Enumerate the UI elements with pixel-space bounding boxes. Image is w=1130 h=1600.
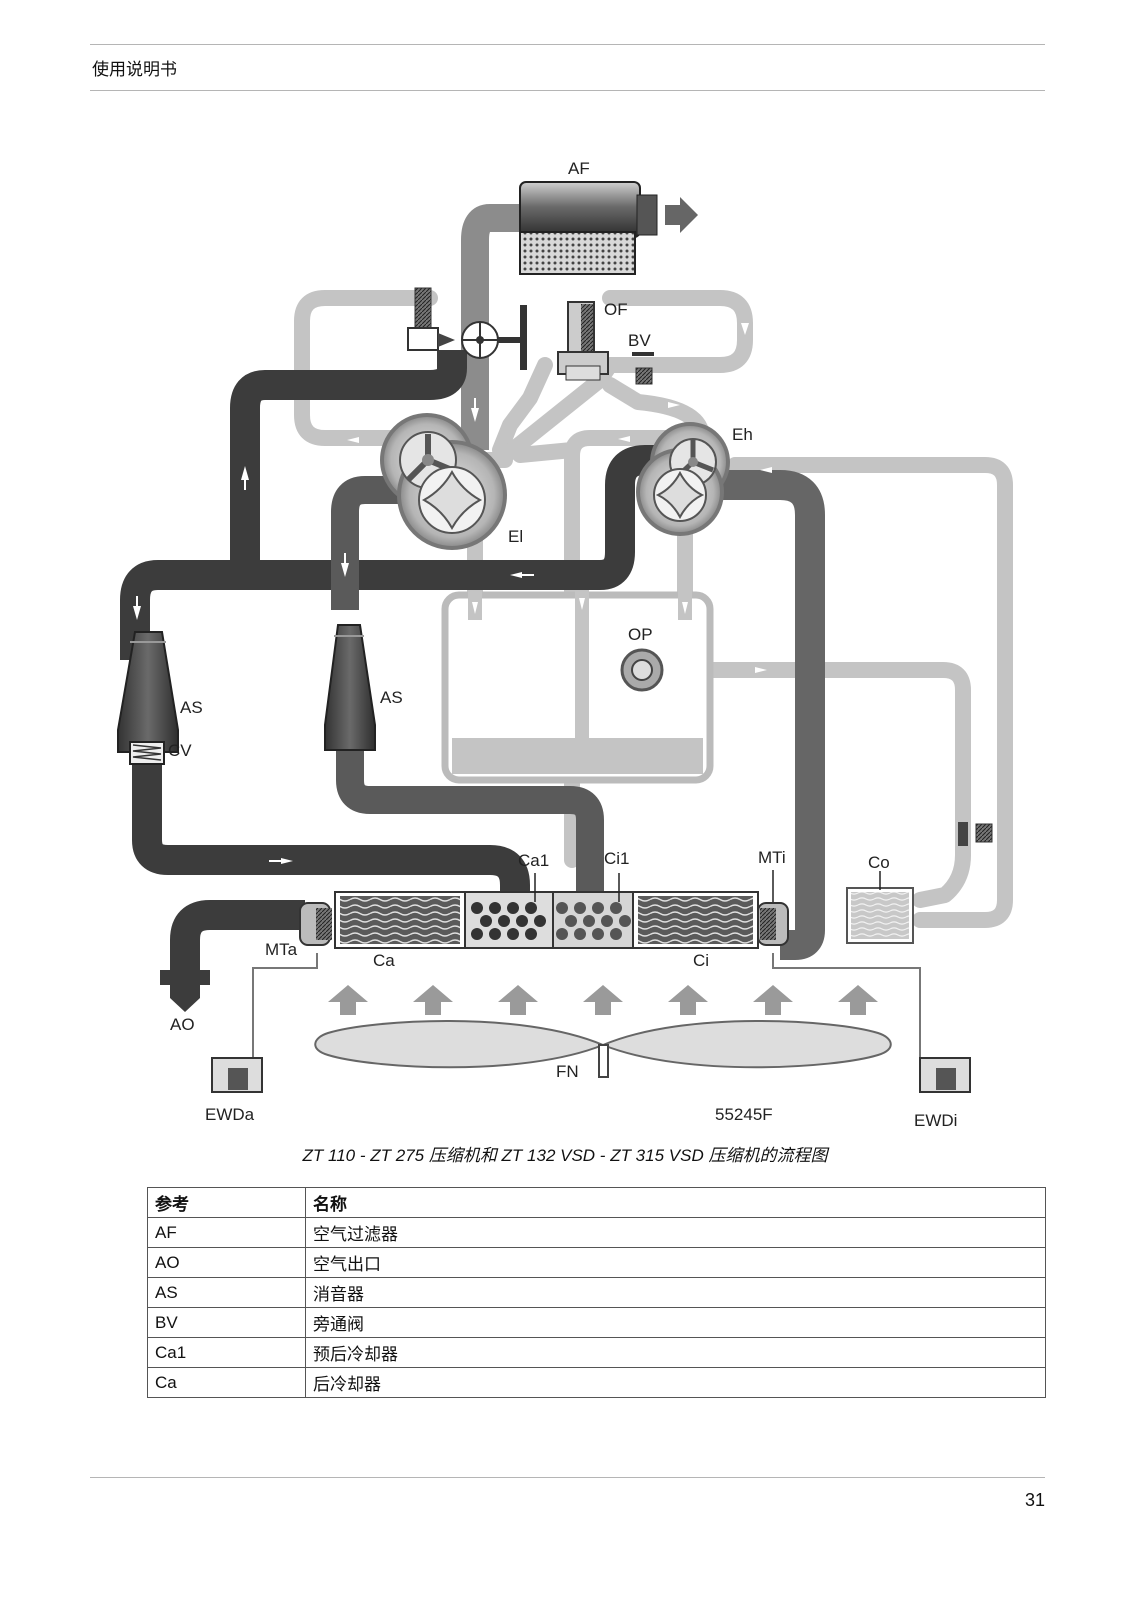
label-el: El [508, 527, 523, 546]
cooling-air-arrows [328, 985, 878, 1015]
label-ewdi: EWDi [914, 1111, 957, 1130]
drain-lines [252, 953, 921, 1060]
column-header-reference: 参考 [147, 1187, 306, 1218]
cell-name: 预后冷却器 [305, 1337, 1046, 1368]
label-as-middle: AS [380, 688, 403, 707]
label-of: OF [604, 300, 628, 319]
label-ewda: EWDa [205, 1105, 255, 1124]
air-filter [519, 181, 698, 275]
oil-cooler [846, 887, 914, 944]
table-row: AS 消音器 [147, 1277, 1046, 1308]
reference-table: 参考 名称 AF 空气过滤器 AO 空气出口 AS 消音器 BV 旁通阀 Ca1… [147, 1187, 1046, 1398]
cell-name: 空气出口 [305, 1247, 1046, 1278]
low-pressure-element [380, 413, 507, 550]
label-mta: MTa [265, 940, 298, 959]
cell-reference: AF [147, 1217, 306, 1248]
label-ci1: Ci1 [604, 849, 630, 868]
label-as-left: AS [180, 698, 203, 717]
thermostatic-valve [958, 822, 993, 846]
cell-name: 后冷却器 [305, 1367, 1046, 1398]
cooler-assembly [299, 891, 789, 949]
page-header-title: 使用说明书 [92, 60, 177, 80]
oil-flow-arrows [347, 323, 772, 710]
silencer-middle [324, 624, 376, 751]
cell-name: 旁通阀 [305, 1307, 1046, 1338]
label-ca: Ca [373, 951, 395, 970]
label-fn: FN [556, 1062, 579, 1081]
footer-rule [90, 1477, 1045, 1478]
cell-reference: BV [147, 1307, 306, 1338]
compressor-flow-diagram: AF OF BV Eh El OP AS AS CV Ca1 Ci1 MTi C… [117, 159, 1013, 1130]
cell-name: 空气过滤器 [305, 1217, 1046, 1248]
drain-left [211, 1057, 263, 1093]
table-row: AO 空气出口 [147, 1247, 1046, 1278]
table-row: Ca 后冷却器 [147, 1367, 1046, 1398]
label-mti: MTi [758, 848, 786, 867]
label-ao: AO [170, 1015, 195, 1034]
check-valve [129, 741, 165, 765]
page-number: 31 [1024, 1490, 1045, 1510]
leader-lines [534, 870, 881, 902]
cell-reference: Ca [147, 1367, 306, 1398]
label-eh: Eh [732, 425, 753, 444]
silencer-left [117, 631, 179, 753]
drain-right [919, 1057, 971, 1093]
header-rule-top [90, 44, 1045, 45]
cell-reference: Ca1 [147, 1337, 306, 1368]
high-pressure-element [636, 422, 730, 536]
label-af: AF [568, 159, 590, 178]
label-cv: CV [168, 741, 192, 760]
table-row: Ca1 预后冷却器 [147, 1337, 1046, 1368]
oil-filter [557, 301, 609, 381]
inlet-valve [407, 287, 527, 370]
oil-level [452, 738, 703, 774]
cell-reference: AO [147, 1247, 306, 1278]
flow-arrows [133, 398, 534, 864]
label-co: Co [868, 853, 890, 872]
cell-reference: AS [147, 1277, 306, 1308]
table-row: AF 空气过滤器 [147, 1217, 1046, 1248]
label-bv: BV [628, 331, 651, 350]
cooling-fan [314, 1020, 892, 1078]
cell-name: 消音器 [305, 1277, 1046, 1308]
table-header-row: 参考 名称 [147, 1187, 1046, 1218]
label-ci: Ci [693, 951, 709, 970]
label-figure-code: 55245F [715, 1105, 773, 1124]
table-row: BV 旁通阀 [147, 1307, 1046, 1338]
air-circuit-lines [120, 204, 825, 970]
bypass-valve [632, 352, 654, 385]
air-outlet-arrow [160, 970, 210, 1012]
column-header-name: 名称 [305, 1187, 1046, 1218]
label-ca1: Ca1 [518, 851, 549, 870]
oil-pump [620, 648, 664, 692]
label-op: OP [628, 625, 653, 644]
header-rule-bottom [90, 90, 1045, 91]
figure-caption: ZT 110 - ZT 275 压缩机和 ZT 132 VSD - ZT 315… [302, 1146, 828, 1165]
